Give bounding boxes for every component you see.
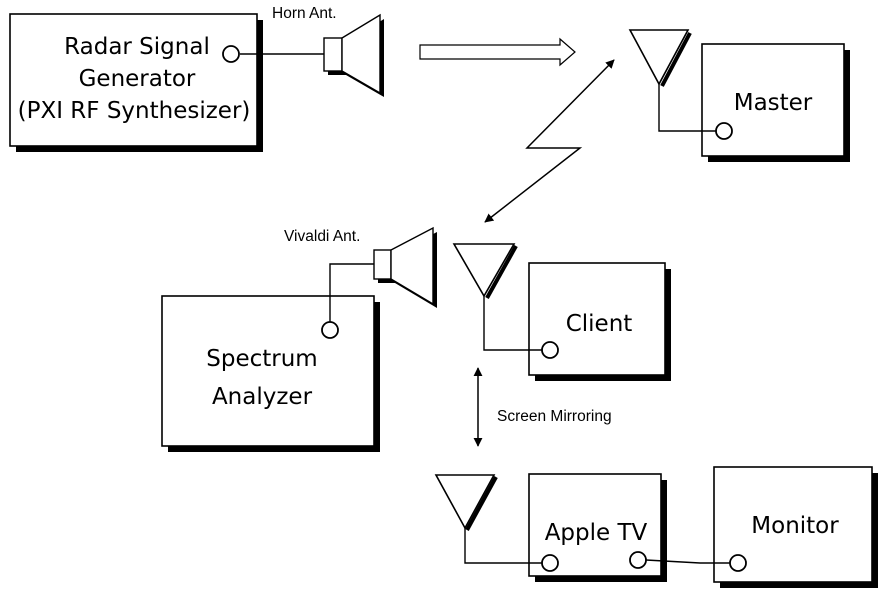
master-antenna-shadow [660, 32, 692, 87]
apple-tv-output-port [629, 551, 647, 569]
radar-generator-output-port [222, 45, 240, 63]
apple-tv-antenna-triangle [434, 474, 496, 530]
apple-tv-antenna-icon [434, 474, 542, 564]
master-label: Master [734, 90, 813, 116]
apple-tv-antenna-shadow [465, 476, 498, 531]
spectrum-analyzer-label-line2: Analyzer [212, 384, 313, 410]
radar-generator-label-line2: Generator [79, 66, 196, 92]
client-block: Client [528, 262, 671, 381]
client-antenna-triangle [452, 243, 516, 298]
client-label: Client [566, 311, 633, 337]
horn-antenna-label: Horn Ant. [272, 5, 337, 22]
horn-neck [323, 37, 343, 72]
horn-antenna [240, 13, 384, 97]
radar-signal-generator-block: Radar Signal Generator (PXI RF Synthesiz… [9, 13, 263, 152]
spectrum-analyzer-block: Spectrum Analyzer [161, 295, 380, 452]
spectrum-analyzer-label-line1: Spectrum [206, 346, 317, 372]
apple-tv-monitor-cable [645, 559, 730, 564]
client-antenna-shadow [485, 245, 518, 299]
spectrum-analyzer-box [161, 295, 375, 447]
master-antenna-icon [628, 29, 716, 132]
horn-flare [341, 13, 381, 95]
radar-generator-label-line3: (PXI RF Synthesizer) [18, 98, 251, 124]
apple-tv-input-port [541, 554, 559, 572]
vivaldi-flare [390, 226, 434, 306]
master-port [715, 122, 733, 140]
wireless-link-arrow [484, 59, 615, 223]
vivaldi-feed-wire [329, 263, 374, 322]
vivaldi-antenna [329, 226, 437, 322]
master-antenna-wire [658, 84, 716, 132]
client-port [541, 341, 559, 359]
apple-tv-label: Apple TV [545, 520, 648, 546]
vivaldi-neck [373, 249, 392, 280]
radiation-direction-arrow [419, 37, 576, 67]
client-antenna-icon [452, 243, 542, 351]
vivaldi-antenna-label: Vivaldi Ant. [284, 228, 360, 245]
master-antenna-triangle [628, 29, 690, 86]
apple-tv-antenna-wire [464, 528, 542, 564]
radar-generator-box [9, 13, 258, 147]
monitor-label: Monitor [751, 513, 839, 539]
monitor-block: Monitor [713, 466, 878, 588]
radar-generator-label-line1: Radar Signal [64, 34, 210, 60]
spectrum-analyzer-port [321, 321, 339, 339]
monitor-input-port [729, 554, 747, 572]
client-antenna-wire [483, 296, 542, 351]
screen-mirroring-label: Screen Mirroring [497, 408, 612, 425]
master-block: Master [701, 43, 850, 162]
